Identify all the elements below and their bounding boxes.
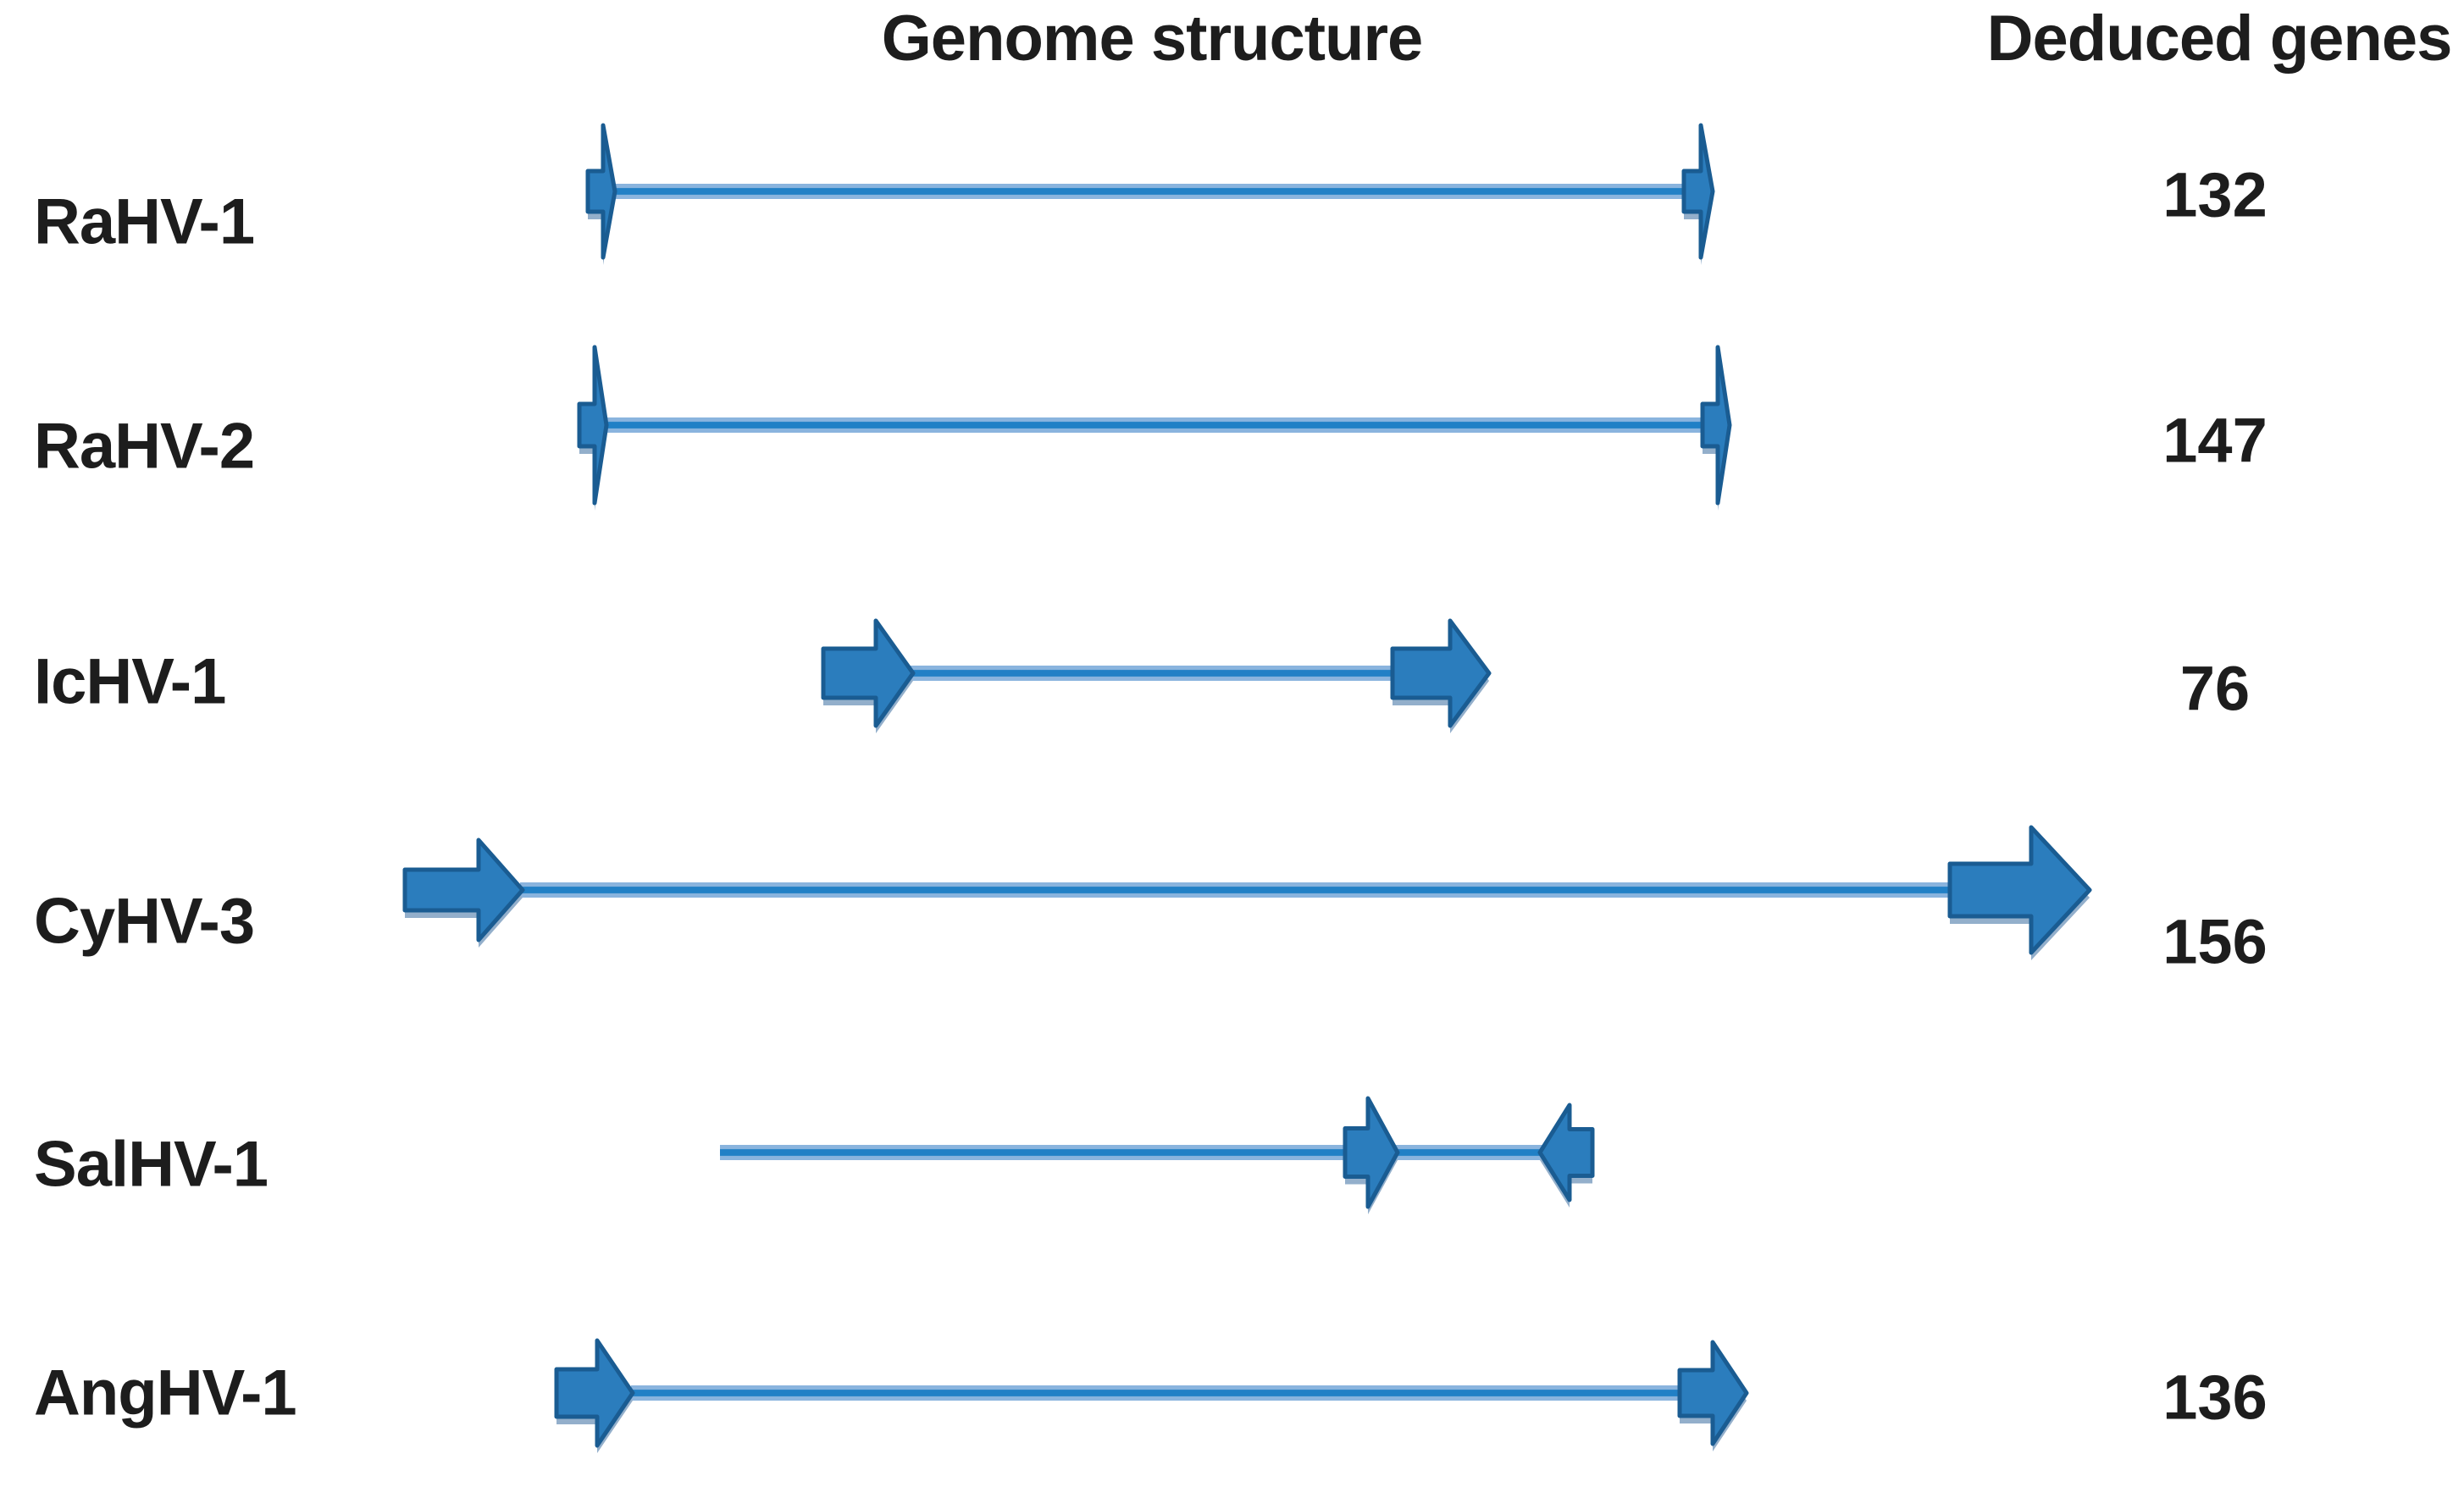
deduced-genes-value-anghv1: 136 <box>2162 1362 2267 1433</box>
deduced-genes-value-rahv2: 147 <box>2162 405 2267 476</box>
genome-repeat-arrow <box>1343 1096 1400 1209</box>
genome-line <box>603 184 1689 199</box>
genome-repeat-arrow <box>1947 825 2092 955</box>
genome-repeat-arrow <box>1677 1340 1749 1446</box>
deduced-genes-value-cyhv3: 156 <box>2162 906 2267 977</box>
genome-line <box>631 1385 1686 1401</box>
genome-repeat-arrow <box>821 618 916 728</box>
deduced-genes-value-ichv1: 76 <box>2179 653 2251 724</box>
virus-label-rahv2: RaHV-2 <box>34 410 255 483</box>
deduced-genes-value-rahv1: 132 <box>2162 159 2267 230</box>
genome-repeat-arrow <box>1700 345 1732 506</box>
genome-repeat-arrow <box>554 1338 635 1448</box>
genome-line <box>593 417 1708 433</box>
virus-label-ichv1: IcHV-1 <box>34 645 226 718</box>
genome-repeat-arrow <box>1390 618 1492 728</box>
genome-line <box>520 882 1953 898</box>
genome-repeat-arrow <box>585 123 617 260</box>
column-header-deduced-genes: Deduced genes <box>1986 3 2453 75</box>
genome-line <box>911 666 1398 681</box>
virus-label-anghv1: AngHV-1 <box>34 1357 297 1429</box>
column-header-genome-structure: Genome structure <box>881 3 1424 75</box>
virus-label-salhv1: SalHV-1 <box>34 1128 269 1201</box>
genome-repeat-arrow <box>1681 123 1715 260</box>
genome-repeat-arrow <box>1537 1103 1595 1202</box>
genome-repeat-arrow <box>402 837 525 943</box>
genome-repeat-arrow <box>577 345 609 506</box>
virus-label-cyhv3: CyHV-3 <box>34 885 255 958</box>
virus-label-rahv1: RaHV-1 <box>34 185 255 258</box>
genome-line <box>720 1145 1589 1160</box>
